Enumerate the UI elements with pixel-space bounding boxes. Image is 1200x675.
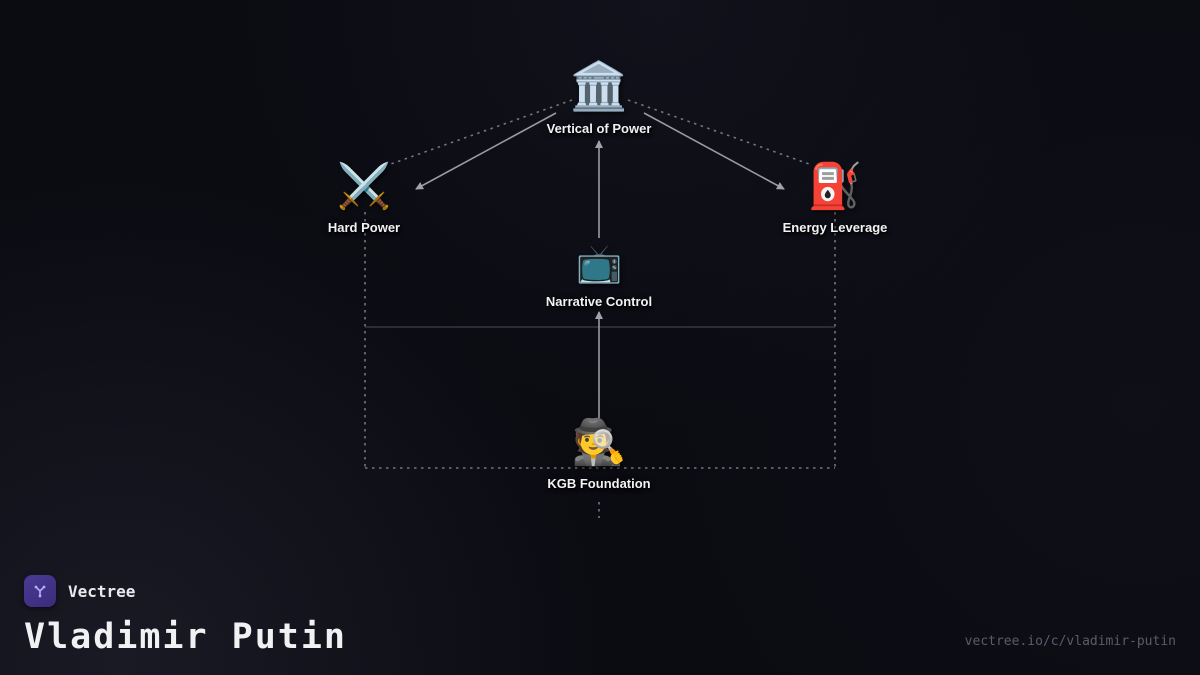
edge-vop-energy-dashed	[627, 99, 813, 166]
edge-vop-hardpower-dashed	[387, 99, 573, 166]
detective-icon: 🕵️	[571, 418, 627, 467]
vectree-logo-icon	[34, 585, 46, 598]
footer: Vectree Vladimir Putin vectree.io/c/vlad…	[24, 575, 1176, 657]
vectree-logo	[24, 575, 56, 607]
node-hard-power[interactable]: ⚔️ Hard Power	[327, 162, 401, 236]
crossed-swords-icon: ⚔️	[336, 162, 392, 211]
node-vertical-of-power[interactable]: 🏛️ Vertical of Power	[547, 60, 652, 136]
edge-vop-to-hardpower	[415, 112, 557, 190]
fuel-pump-icon: ⛽	[807, 162, 863, 211]
node-narrative-control[interactable]: 📺 Narrative Control	[545, 243, 653, 309]
node-label-vertical-of-power: Vertical of Power	[546, 120, 652, 136]
node-label-hard-power: Hard Power	[327, 220, 401, 236]
brand-name: Vectree	[68, 581, 136, 601]
node-label-narrative-control: Narrative Control	[545, 293, 653, 309]
brand-row: Vectree	[24, 575, 1176, 607]
tv-icon: 📺	[575, 243, 623, 284]
footer-url: vectree.io/c/vladimir-putin	[964, 634, 1176, 649]
edge-vop-to-energy	[643, 112, 785, 190]
node-kgb-foundation[interactable]: 🕵️ KGB Foundation	[547, 418, 651, 492]
node-label-kgb-foundation: KGB Foundation	[547, 476, 651, 492]
bank-icon: 🏛️	[569, 59, 629, 112]
node-energy-leverage[interactable]: ⛽ Energy Leverage	[782, 162, 888, 236]
page-title: Vladimir Putin	[24, 617, 348, 657]
node-label-energy-leverage: Energy Leverage	[782, 220, 888, 236]
